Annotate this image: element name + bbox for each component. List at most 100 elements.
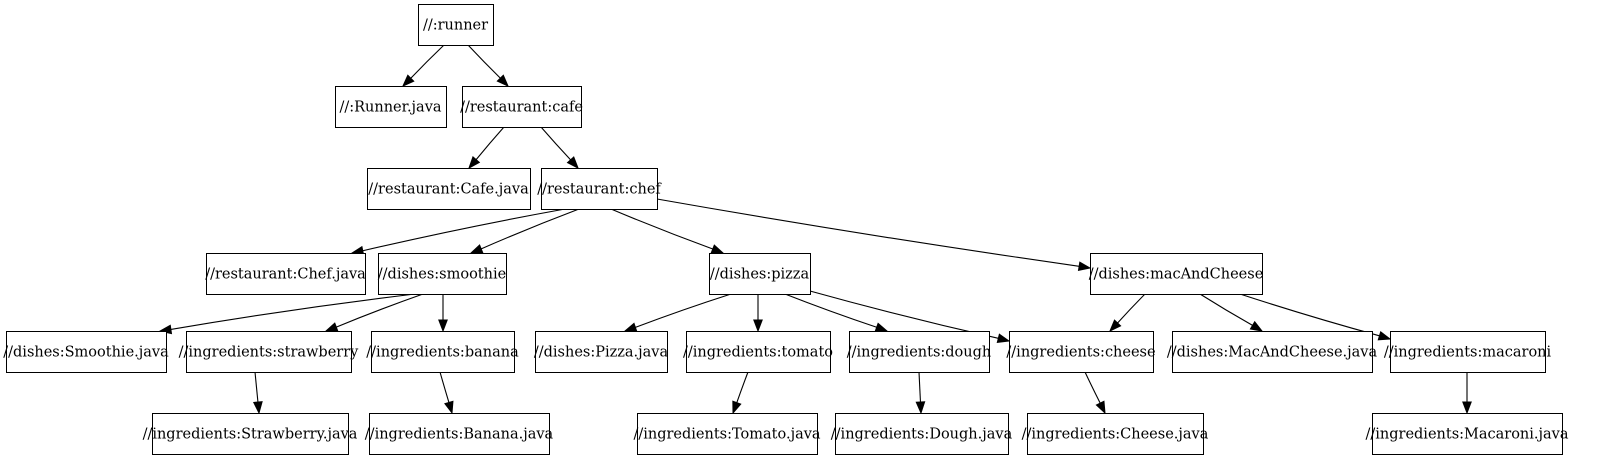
graph-node[interactable]: //restaurant:Chef.java: [205, 253, 366, 295]
nodes-layer: //:runner //:Runner.java //restaurant:cafe…: [3, 4, 1569, 455]
edge-line: [336, 293, 424, 328]
node-label: //restaurant:chef: [537, 182, 662, 198]
graph-edge: [540, 126, 579, 170]
edges-layer: [158, 44, 1472, 415]
node-box: [371, 331, 515, 373]
edge-arrowhead: [324, 322, 339, 332]
edge-arrowhead: [874, 322, 889, 332]
graph-edge: [1084, 371, 1106, 415]
graph-node[interactable]: //dishes:Pizza.java: [534, 331, 669, 373]
graph-node[interactable]: //ingredients:strawberry: [179, 331, 360, 373]
edge-line: [475, 126, 505, 160]
node-box: [152, 413, 349, 455]
node-box: [849, 331, 990, 373]
node-box: [1027, 413, 1204, 455]
node-label: //restaurant:Cafe.java: [368, 182, 529, 198]
graph-node[interactable]: //:Runner.java: [335, 86, 447, 128]
node-box: [462, 86, 582, 128]
edge-arrowhead: [252, 401, 263, 415]
edge-line: [540, 126, 572, 161]
graph-edge: [158, 293, 416, 335]
edge-line: [170, 293, 416, 330]
edge-arrowhead: [468, 156, 481, 170]
node-box: [1372, 413, 1563, 455]
node-label: //ingredients:tomato: [683, 345, 833, 361]
edge-arrowhead: [732, 400, 742, 415]
edge-line: [610, 208, 713, 250]
edge-line: [635, 293, 732, 328]
graph-edge: [753, 293, 763, 333]
graph-node[interactable]: //ingredients:tomato: [683, 331, 833, 373]
graph-node[interactable]: //dishes:macAndCheese: [1089, 253, 1264, 295]
graph-node[interactable]: //ingredients:Banana.java: [365, 413, 554, 455]
node-label: //ingredients:cheese: [1006, 345, 1155, 361]
graph-node[interactable]: //dishes:pizza: [709, 253, 811, 295]
edge-arrowhead: [1249, 320, 1264, 332]
graph-node[interactable]: //ingredients:Strawberry.java: [143, 413, 358, 455]
node-label: //ingredients:Strawberry.java: [143, 427, 358, 443]
edge-arrowhead: [1095, 400, 1106, 415]
edge-line: [467, 44, 501, 79]
edge-arrowhead: [1109, 319, 1122, 333]
node-box: [535, 331, 668, 373]
graph-edge: [469, 208, 580, 254]
node-box: [206, 253, 366, 295]
graph-node[interactable]: //ingredients:macaroni: [1384, 331, 1552, 373]
node-label: //ingredients:dough: [847, 345, 992, 361]
graph-node[interactable]: //restaurant:chef: [537, 168, 662, 210]
graph-node[interactable]: //ingredients:Tomato.java: [633, 413, 821, 455]
graph-edge: [784, 293, 889, 332]
graph-node[interactable]: //restaurant:Cafe.java: [367, 168, 531, 210]
graph-edge: [438, 294, 448, 333]
node-box: [335, 86, 447, 128]
edge-arrowhead: [710, 244, 725, 254]
graph-edge: [1109, 293, 1146, 333]
graph-edge: [732, 371, 749, 415]
node-box: [378, 253, 507, 295]
edge-line: [410, 44, 445, 79]
graph-node[interactable]: //dishes:MacAndCheese.java: [1167, 331, 1378, 373]
graph-node[interactable]: //ingredients:Dough.java: [831, 413, 1013, 455]
node-box: [686, 331, 831, 373]
node-box: [835, 413, 1009, 455]
graph-node[interactable]: //:runner: [418, 4, 494, 46]
graph-node[interactable]: //ingredients:cheese: [1006, 331, 1156, 373]
node-label: //ingredients:Macaroni.java: [1365, 427, 1568, 443]
edge-line: [784, 293, 877, 328]
graph-node[interactable]: //restaurant:cafe: [460, 86, 583, 128]
edge-arrowhead: [438, 319, 448, 333]
graph-edge: [350, 208, 566, 256]
node-label: //ingredients:Tomato.java: [633, 427, 820, 443]
edge-line: [1084, 371, 1101, 404]
edge-arrowhead: [623, 322, 638, 332]
node-box: [186, 331, 352, 373]
graph-edge: [402, 44, 445, 87]
graph-edge: [439, 371, 454, 415]
graph-edge: [915, 371, 926, 415]
edge-arrowhead: [996, 333, 1011, 343]
node-label: //ingredients:banana: [366, 345, 519, 361]
graph-edge: [252, 371, 263, 415]
graph-node[interactable]: //ingredients:Macaroni.java: [1365, 413, 1569, 455]
node-box: [367, 168, 531, 210]
edge-arrowhead: [753, 319, 763, 333]
edge-arrowhead: [1077, 261, 1092, 272]
graph-node[interactable]: //ingredients:banana: [366, 331, 519, 373]
node-box: [541, 168, 658, 210]
edge-arrowhead: [566, 156, 579, 170]
graph-node[interactable]: //ingredients:dough: [847, 331, 992, 373]
node-label: //dishes:macAndCheese: [1089, 267, 1264, 283]
graph-edge: [656, 198, 1092, 272]
edge-line: [1117, 293, 1146, 324]
graph-edge: [1199, 293, 1264, 332]
node-box: [418, 4, 494, 46]
node-box: [6, 331, 167, 373]
edge-arrowhead: [1462, 401, 1472, 415]
graph-node[interactable]: //dishes:Smoothie.java: [3, 331, 169, 373]
graph-node[interactable]: //ingredients:Cheese.java: [1022, 413, 1209, 455]
graph-node[interactable]: //dishes:smoothie: [378, 253, 507, 295]
node-label: //restaurant:Chef.java: [205, 267, 366, 283]
edge-line: [736, 371, 749, 403]
edge-line: [362, 208, 566, 252]
graph-edge: [468, 126, 505, 170]
